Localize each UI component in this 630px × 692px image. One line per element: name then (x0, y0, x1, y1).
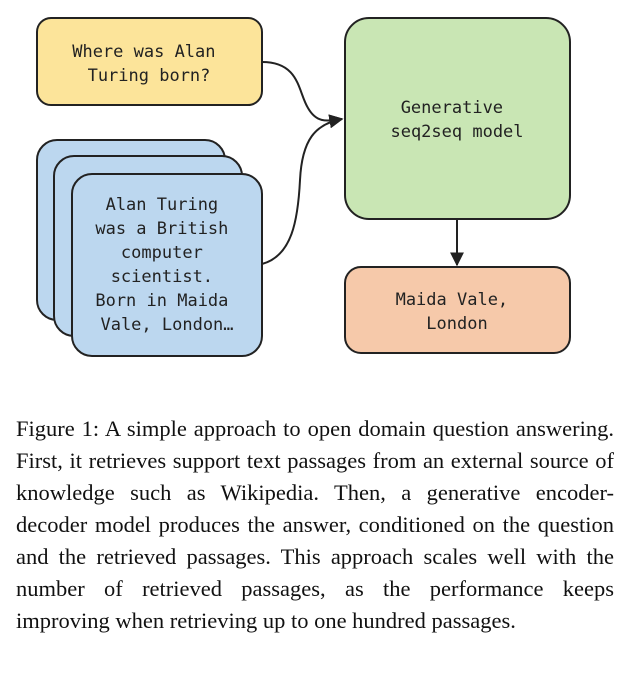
question-to-model-arrow (261, 61, 344, 129)
passage-text: Alan Turing was a British computer scien… (95, 195, 238, 335)
passages-to-model-arrow (261, 114, 344, 265)
caption-text: A simple approach to open domain questio… (16, 416, 614, 633)
answer-text: Maida Vale, London (396, 290, 519, 334)
figure-caption: Figure 1: A simple approach to open doma… (16, 413, 614, 637)
model-box (344, 17, 571, 220)
pipeline-diagram: Where was Alan Turing born? Alan Turing … (36, 17, 571, 357)
passage-box-front (71, 173, 263, 357)
caption-label: Figure 1: (16, 416, 100, 441)
model-text: Generative seq2seq model (390, 98, 523, 142)
answer-box (344, 266, 571, 354)
question-text: Where was Alan Turing born? (72, 42, 226, 86)
